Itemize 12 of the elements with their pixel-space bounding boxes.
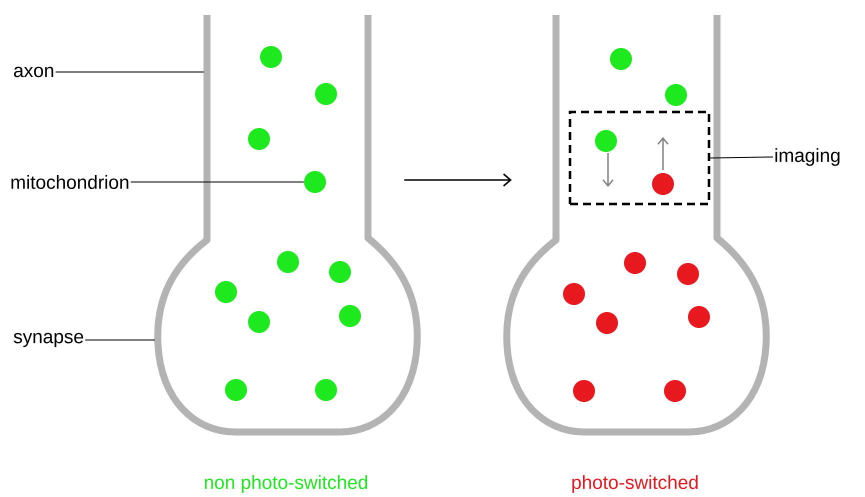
label-text: imaging [775, 148, 840, 166]
label-text: axon [14, 66, 54, 78]
mitochondrion-dot [304, 171, 326, 193]
label-text: mitochondrion [11, 175, 128, 189]
leader-line [710, 156, 774, 158]
node-label: photo-switched [572, 475, 698, 493]
label-text: synapse [14, 332, 84, 348]
imaging-box [568, 110, 710, 206]
arrow [404, 173, 512, 187]
neuron-drawing [154, 15, 421, 436]
node-label: non photo-switched [204, 475, 368, 493]
neuron-drawing [503, 15, 770, 436]
